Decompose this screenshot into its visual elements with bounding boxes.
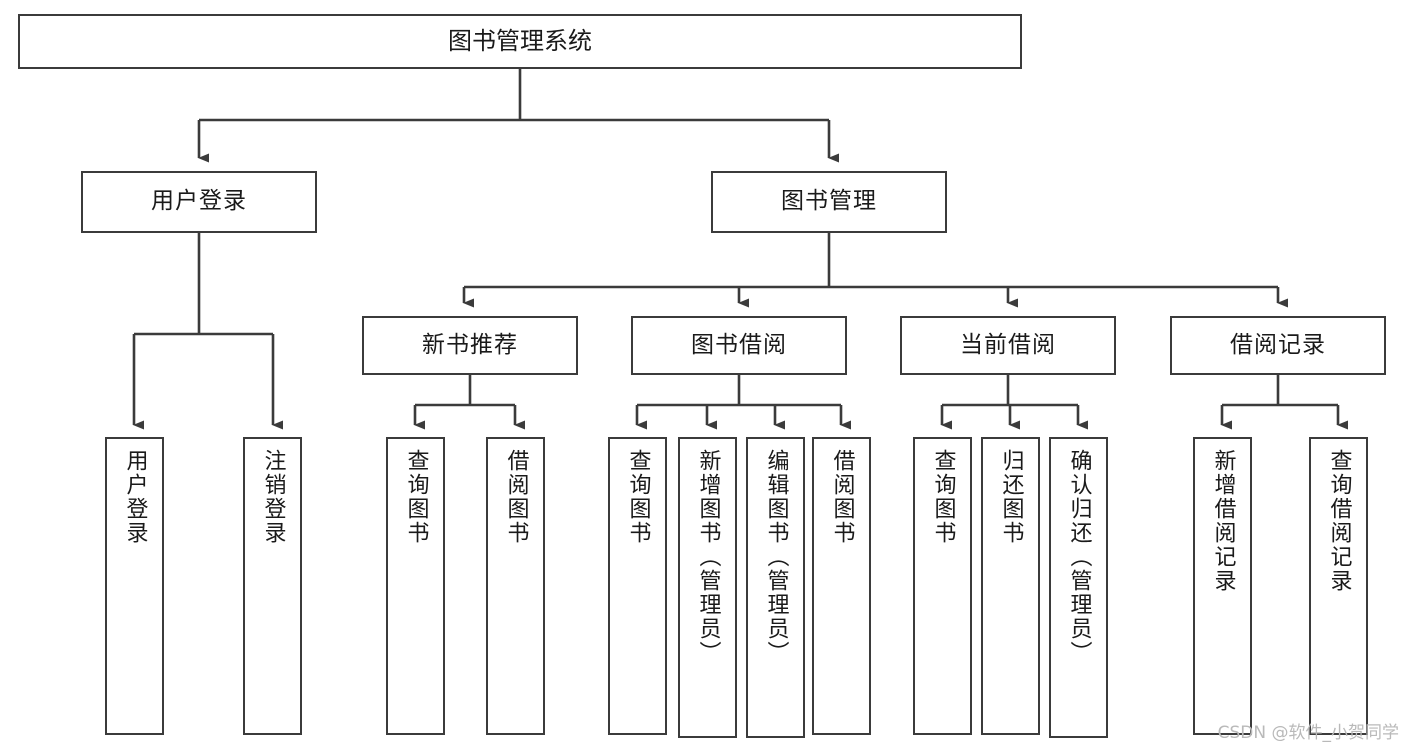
leaf-query-book-recommend[interactable]: 查询图书 [386,437,445,735]
node-book-management[interactable]: 图书管理 [711,171,947,233]
leaf-query-book-current[interactable]: 查询图书 [913,437,972,735]
leaf-return-book[interactable]: 归还图书 [981,437,1040,735]
node-label: 新书推荐 [422,331,518,358]
node-current-borrow[interactable]: 当前借阅 [900,316,1116,375]
node-book-borrow[interactable]: 图书借阅 [631,316,847,375]
leaf-add-book-admin[interactable]: 新增图书（管理员） [678,437,737,738]
node-label: 用户登录 [151,188,247,215]
leaf-borrow-book-recommend[interactable]: 借阅图书 [486,437,545,735]
leaf-borrow-book[interactable]: 借阅图书 [812,437,871,735]
node-label: 新增图书（管理员） [695,449,721,665]
node-user-login[interactable]: 用户登录 [81,171,317,233]
node-label: 借阅记录 [1230,331,1326,358]
node-label: 查询借阅记录 [1326,449,1352,593]
node-label: 查询图书 [930,449,956,545]
node-label: 当前借阅 [960,331,1056,358]
node-label: 确认归还（管理员） [1066,449,1092,665]
node-label: 查询图书 [403,449,429,545]
node-label: 图书管理 [781,188,877,215]
node-label: 新增借阅记录 [1210,449,1236,593]
node-label: 编辑图书（管理员） [763,449,789,665]
node-root-system[interactable]: 图书管理系统 [18,14,1022,69]
node-label: 用户登录 [122,449,148,545]
node-label: 查询图书 [625,449,651,545]
watermark: CSDN @软件_小贺同学 [1217,723,1399,743]
node-label: 图书管理系统 [448,27,592,56]
leaf-query-book-borrow[interactable]: 查询图书 [608,437,667,735]
node-label: 借阅图书 [829,449,855,545]
node-label: 借阅图书 [503,449,529,545]
node-label: 归还图书 [998,449,1024,545]
node-borrow-record[interactable]: 借阅记录 [1170,316,1386,375]
leaf-confirm-return-admin[interactable]: 确认归还（管理员） [1049,437,1108,738]
node-new-book-recommend[interactable]: 新书推荐 [362,316,578,375]
node-label: 注销登录 [260,449,286,545]
node-label: 图书借阅 [691,331,787,358]
leaf-logout[interactable]: 注销登录 [243,437,302,735]
leaf-user-login[interactable]: 用户登录 [105,437,164,735]
leaf-query-borrow-record[interactable]: 查询借阅记录 [1309,437,1368,735]
leaf-add-borrow-record[interactable]: 新增借阅记录 [1193,437,1252,735]
leaf-edit-book-admin[interactable]: 编辑图书（管理员） [746,437,805,738]
